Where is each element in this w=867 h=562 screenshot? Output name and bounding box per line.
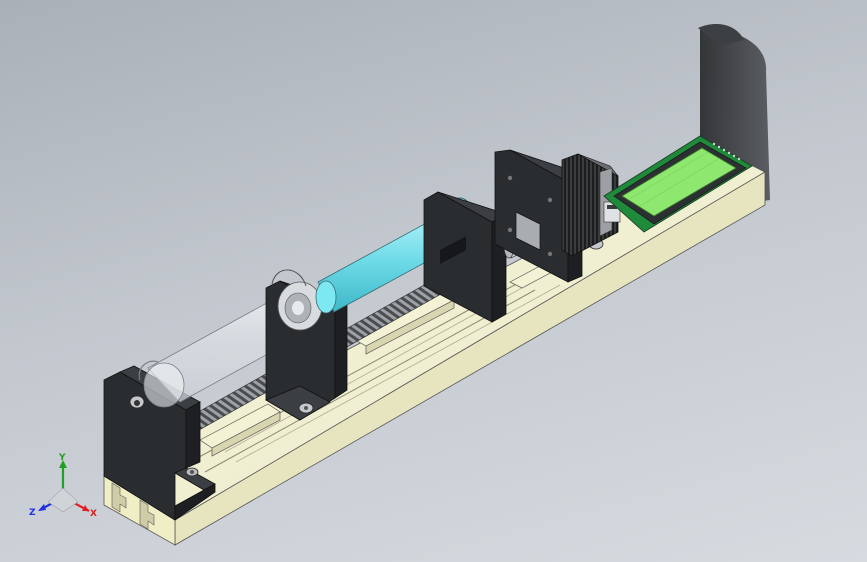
coordinate-triad[interactable]: X Y Z: [29, 453, 97, 519]
syringe-cap: [271, 269, 323, 331]
lcd-display-module[interactable]: [603, 135, 753, 233]
triad-y-label: Y: [58, 453, 66, 463]
triad-z-label: Z: [29, 508, 36, 518]
stepper-motor[interactable]: [561, 153, 621, 257]
triad-x-label: X: [90, 509, 97, 519]
